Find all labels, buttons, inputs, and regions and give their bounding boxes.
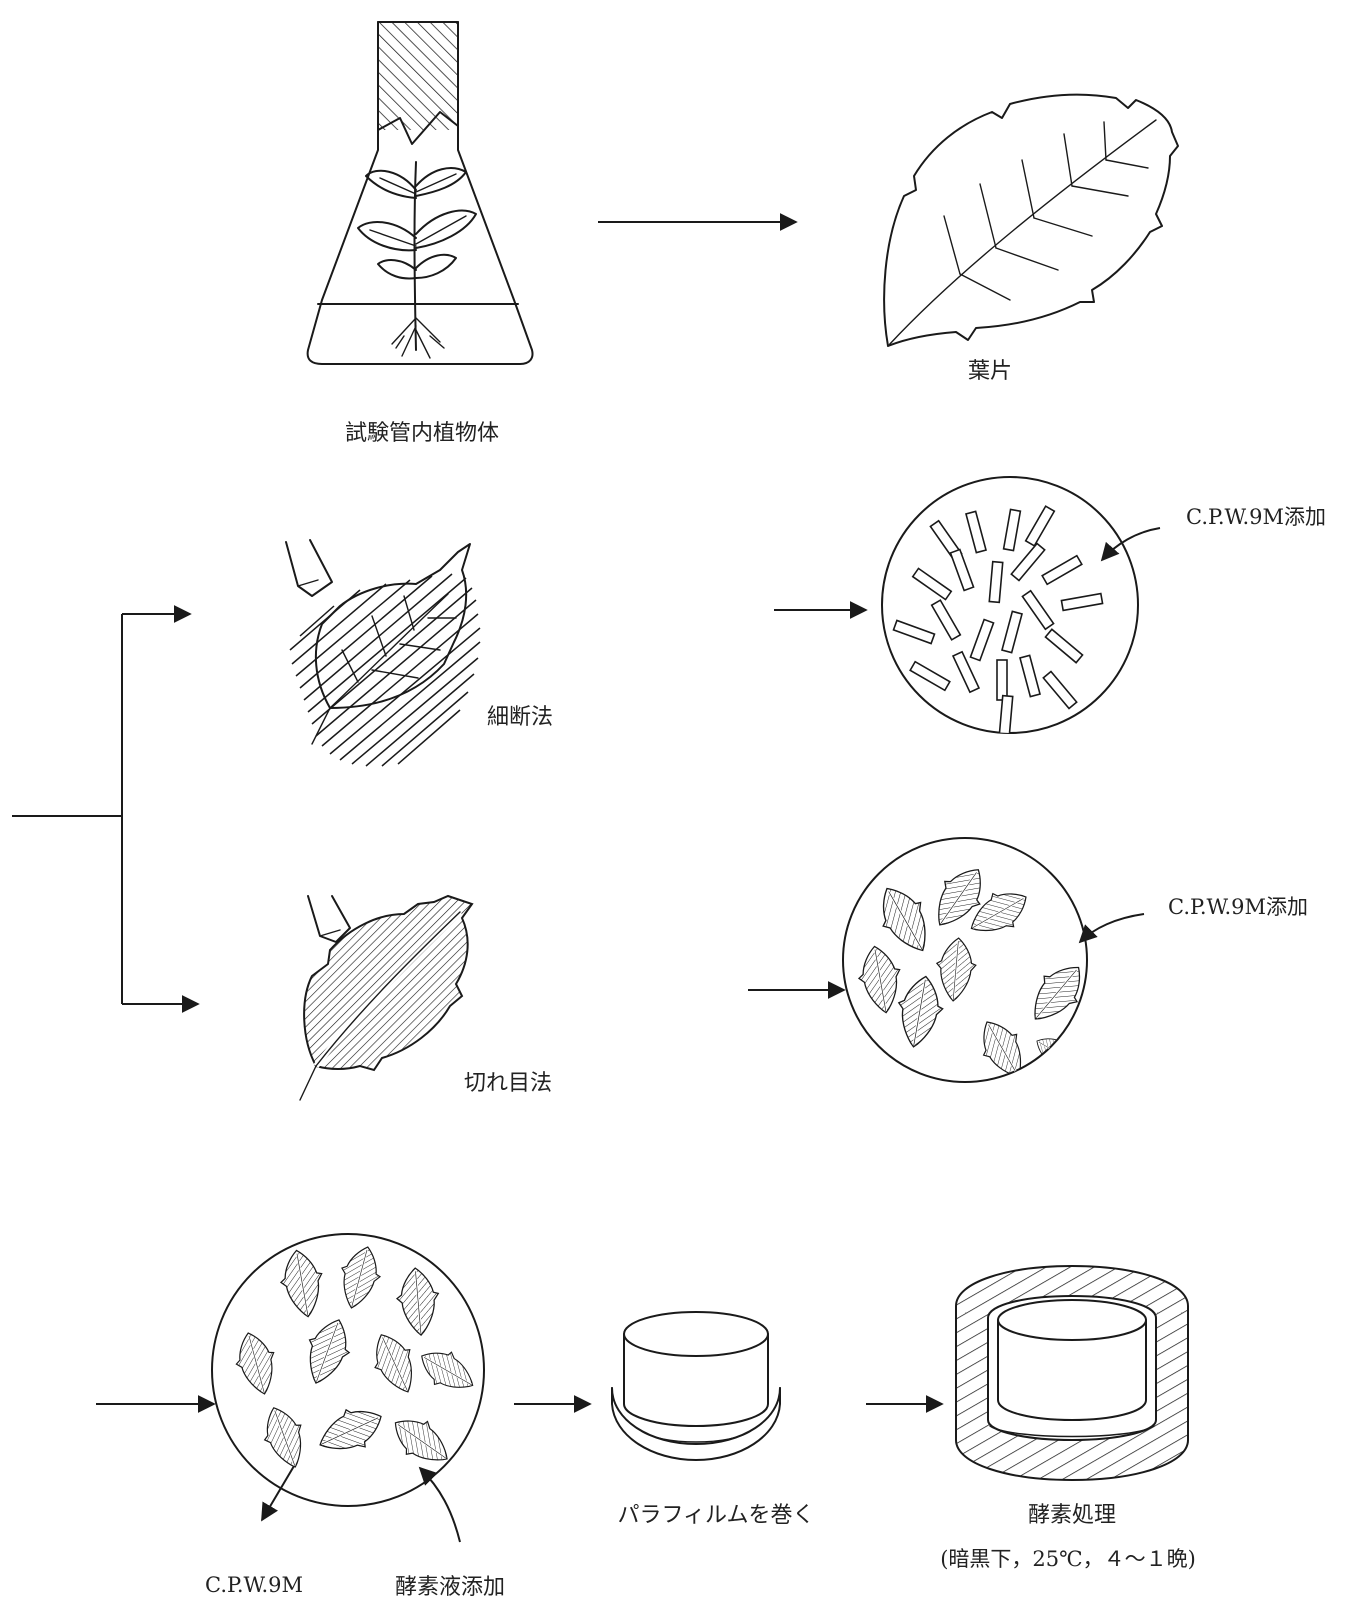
slit-method-label: 切れ目法 [464,1071,552,1096]
cpw-add-label-1: C.P.W.9M添加 [1186,505,1326,529]
parafilm-label: パラフィルムを巻く [617,1503,814,1528]
slit-method-leaf [300,896,472,1100]
in-vitro-plant-label: 試験管内植物体 [345,421,499,446]
enzyme-add-label: 酵素液添加 [395,1575,505,1599]
petri-dish-icon [212,1234,484,1506]
parafilm-dish-icon [612,1312,780,1460]
cpw-add-label-2: C.P.W.9M添加 [1168,895,1308,919]
fine-cut-method-label: 細断法 [487,705,553,730]
branch-connector [12,614,198,1004]
leaf-piece-label: 葉片 [968,359,1012,384]
enzyme-treatment-label: 酵素処理 [1028,1503,1116,1528]
scalpel-icon [308,896,350,942]
erlenmeyer-flask-icon [308,22,533,364]
pointer-arrow-2 [1080,914,1144,942]
fine-cut-leaf [290,544,480,766]
pointer-arrow-4 [420,1468,460,1542]
scalpel-icon [286,540,332,596]
petri-dish-icon [843,838,1095,1086]
enzyme-conditions-label: (暗黒下，25℃，４～１晩) [940,1547,1196,1571]
pointer-arrow-1 [1102,528,1160,560]
leaf-icon [884,95,1178,346]
cpw-9m-label: C.P.W.9M [205,1573,303,1597]
petri-dish-icon [882,477,1138,736]
dark-container-icon [956,1266,1188,1480]
